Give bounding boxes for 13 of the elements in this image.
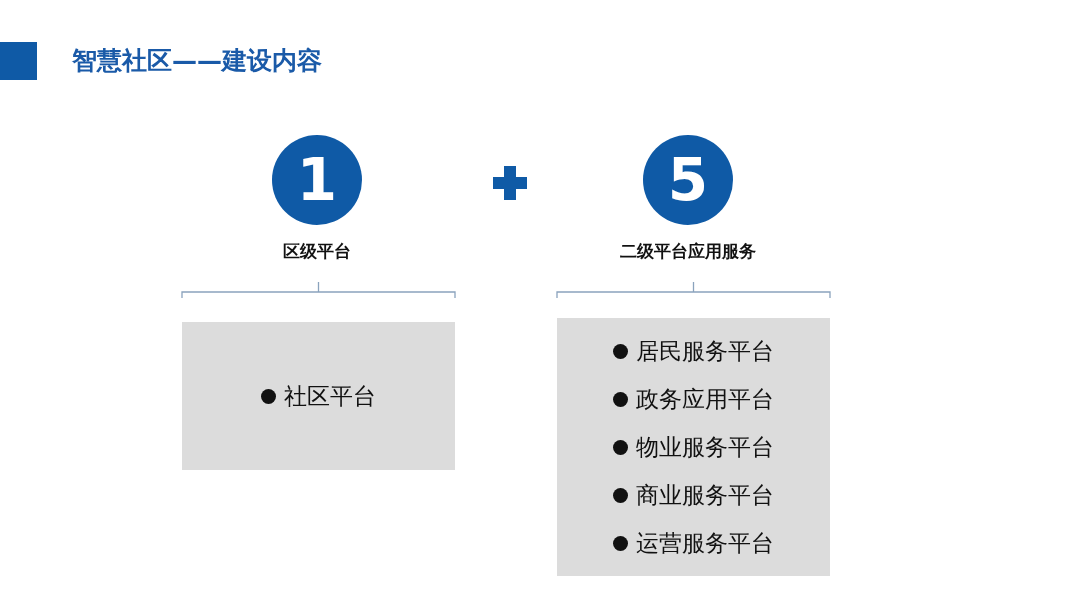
list-item: 居民服务平台 <box>636 336 774 366</box>
list-item: 商业服务平台 <box>636 480 774 510</box>
content-box <box>182 322 455 470</box>
content-box <box>557 318 830 576</box>
slide-title: 智慧社区——建设内容 <box>72 45 322 77</box>
number-circle: 1 <box>272 135 362 225</box>
list-item: 运营服务平台 <box>636 528 774 558</box>
list-item: 社区平台 <box>284 381 376 411</box>
heading-label: 二级平台应用服务 <box>619 240 757 263</box>
heading-label: 区级平台 <box>282 240 352 263</box>
list-item: 政务应用平台 <box>636 384 774 414</box>
number-circle: 5 <box>643 135 733 225</box>
list-item: 物业服务平台 <box>636 432 774 462</box>
